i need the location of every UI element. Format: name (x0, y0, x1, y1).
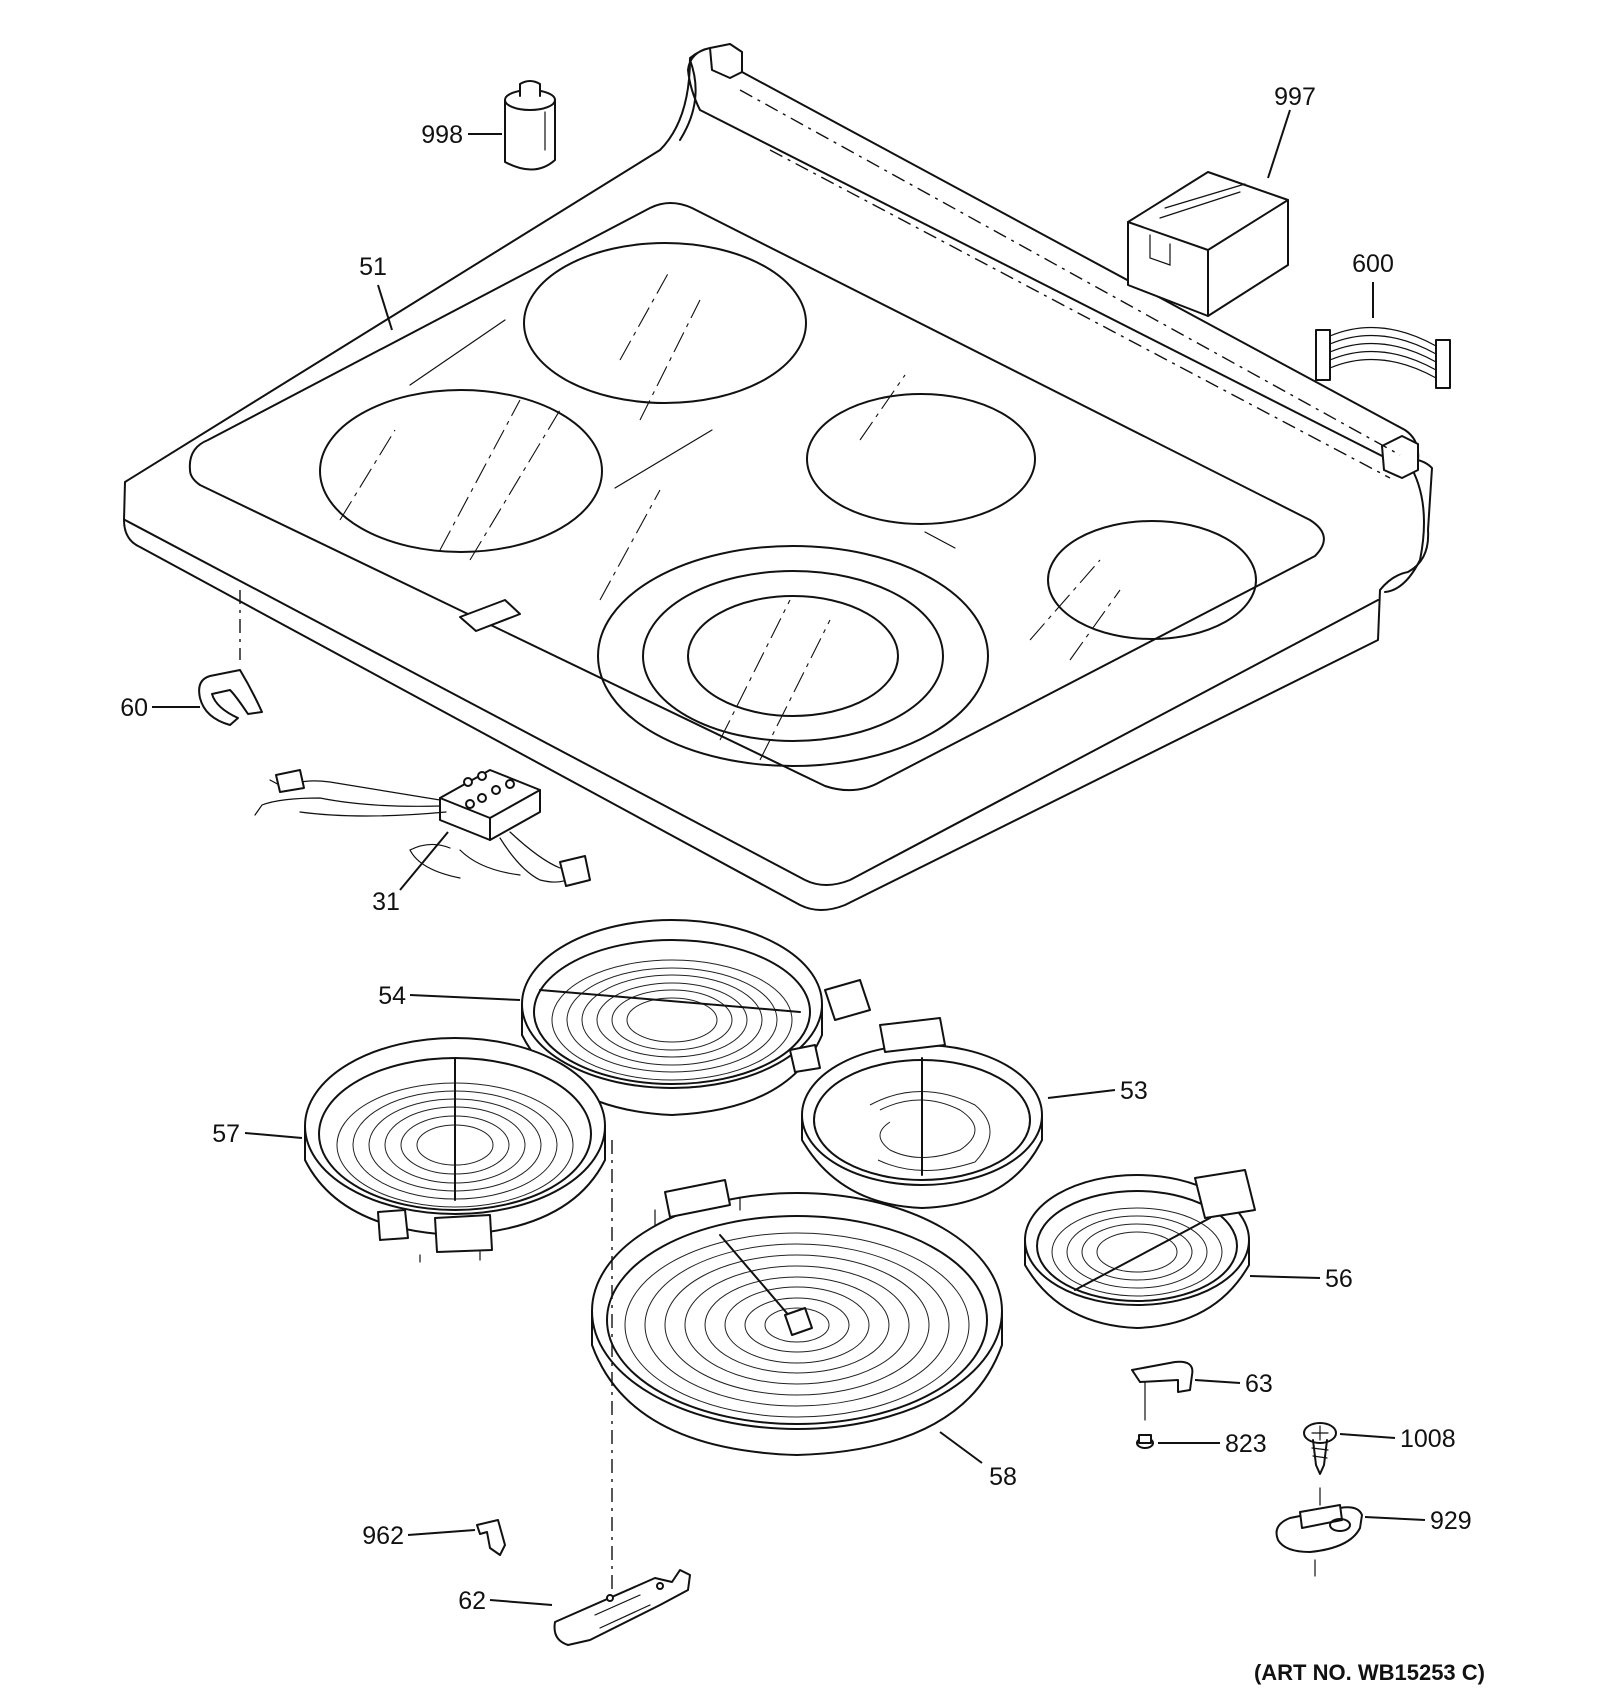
clip-part-60[interactable] (198, 669, 263, 726)
callout-51: 51 (359, 253, 387, 281)
radiant-element-part-53[interactable] (801, 1017, 1043, 1209)
clip-part-962[interactable] (476, 1519, 506, 1556)
callout-31: 31 (372, 888, 400, 916)
callout-600: 600 (1352, 250, 1394, 278)
callout-60: 60 (120, 694, 148, 722)
bracket-part-929[interactable] (1275, 1487, 1363, 1577)
terminal-block-harness-part-31[interactable] (254, 769, 591, 887)
callout-56: 56 (1325, 1265, 1353, 1293)
bracket-part-63[interactable] (1131, 1360, 1194, 1421)
wire-harness-part-600[interactable] (1315, 327, 1451, 389)
callout-labels: 998 997 600 51 60 31 54 53 57 56 63 823 … (120, 83, 1472, 1615)
callout-962: 962 (362, 1522, 404, 1550)
screw-part-1008[interactable] (1303, 1422, 1337, 1475)
radiant-element-part-54[interactable] (521, 919, 871, 1116)
radiant-element-part-56[interactable] (1024, 1169, 1256, 1329)
bracket-part-62[interactable] (553, 1569, 691, 1646)
callout-57: 57 (212, 1120, 240, 1148)
callout-997: 997 (1274, 83, 1316, 111)
cooktop-glass-part-51[interactable] (123, 43, 1433, 911)
callout-62: 62 (458, 1587, 486, 1615)
callout-1008: 1008 (1400, 1425, 1456, 1453)
callout-58: 58 (989, 1463, 1017, 1491)
callout-63: 63 (1245, 1370, 1273, 1398)
radiant-element-part-57[interactable] (304, 1037, 606, 1263)
cleaner-bottle-part-998[interactable] (504, 80, 556, 171)
callout-leader-lines (152, 109, 1426, 1606)
callout-823: 823 (1225, 1430, 1267, 1458)
callout-998: 998 (421, 121, 463, 149)
screw-part-823[interactable] (1136, 1434, 1154, 1449)
callout-54: 54 (378, 982, 406, 1010)
radiant-element-part-58[interactable] (591, 1179, 1003, 1456)
callout-929: 929 (1430, 1507, 1472, 1535)
callout-53: 53 (1120, 1077, 1148, 1105)
kit-box-part-997[interactable] (1127, 171, 1289, 317)
art-number-label: (ART NO. WB15253 C) (1254, 1660, 1485, 1685)
